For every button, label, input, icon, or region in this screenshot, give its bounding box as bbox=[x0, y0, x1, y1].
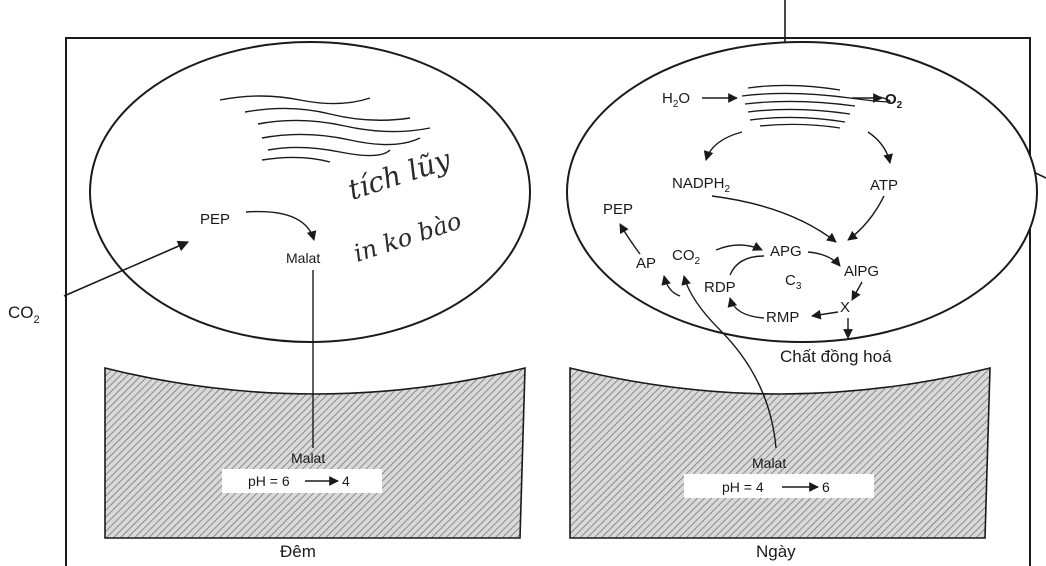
x-label: X bbox=[840, 299, 850, 316]
night-caption: Đêm bbox=[280, 542, 316, 561]
night-pep-label: PEP bbox=[200, 211, 230, 228]
day-vacuole-malat: Malat bbox=[752, 455, 786, 471]
night-malat-label: Malat bbox=[286, 250, 320, 266]
day-ph-text: pH = 4 bbox=[722, 479, 764, 495]
atp-label: ATP bbox=[870, 177, 898, 194]
night-cell bbox=[90, 42, 530, 342]
day-pep-label: PEP bbox=[603, 201, 633, 218]
ap-label: AP bbox=[636, 255, 656, 272]
day-cell bbox=[567, 42, 1037, 342]
day-ph-box bbox=[684, 474, 874, 498]
alpg-label: AlPG bbox=[844, 263, 879, 280]
apg-label: APG bbox=[770, 243, 802, 260]
night-vacuole-malat: Malat bbox=[291, 450, 325, 466]
night-ph-box bbox=[222, 469, 382, 493]
night-ph-text: pH = 6 bbox=[248, 473, 290, 489]
day-vacuole bbox=[570, 368, 990, 538]
product-label: Chất đồng hoá bbox=[780, 347, 892, 366]
day-ph-end: 6 bbox=[822, 479, 830, 495]
day-panel: H2O O2 NADPH2 ATP PEP AP CO2 APG C3 AlPG… bbox=[567, 42, 1037, 561]
night-panel: tích lũy in ko bào PEP Malat Malat pH = … bbox=[64, 42, 530, 561]
rmp-label: RMP bbox=[766, 309, 799, 326]
rdp-label: RDP bbox=[704, 279, 736, 296]
day-caption: Ngày bbox=[756, 542, 796, 561]
external-co2-label: CO2 bbox=[8, 303, 40, 326]
night-ph-end: 4 bbox=[342, 473, 350, 489]
